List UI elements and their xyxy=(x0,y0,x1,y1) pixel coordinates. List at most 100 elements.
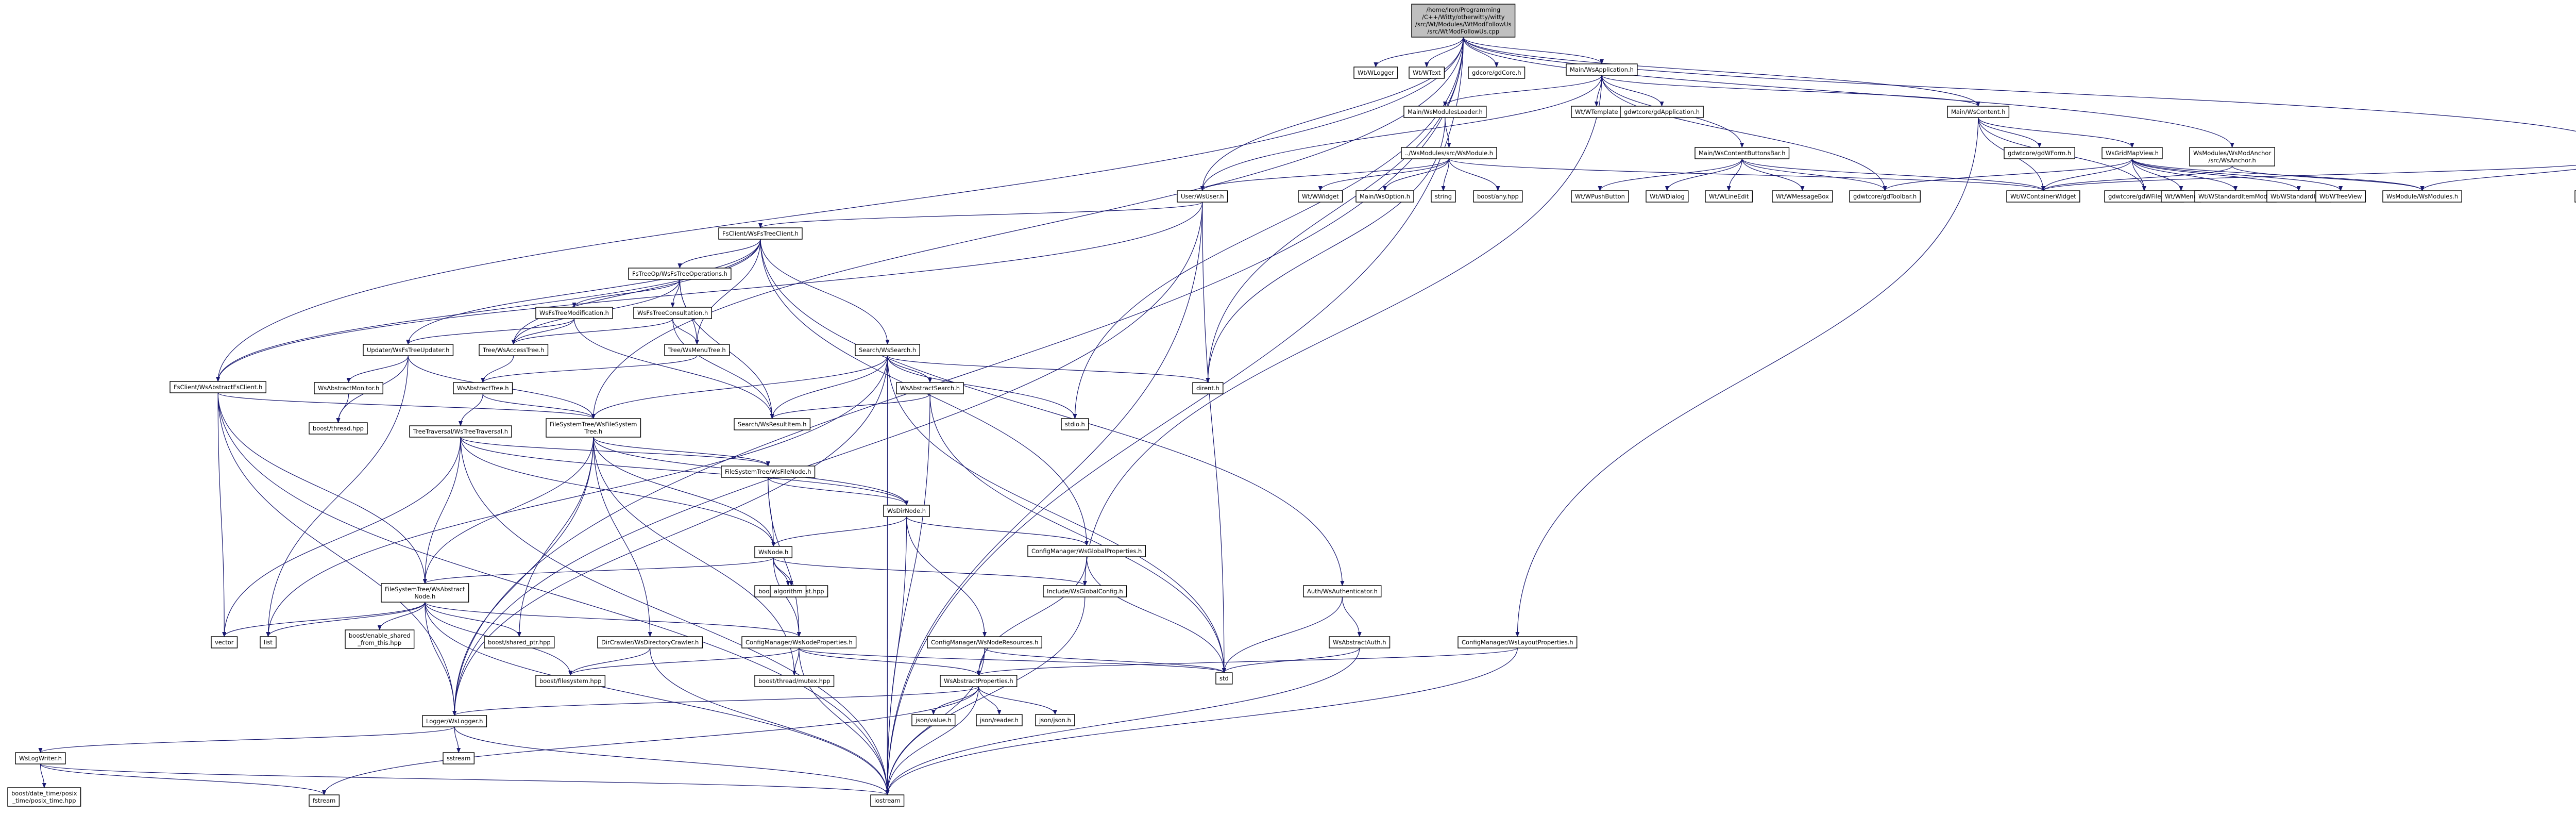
edge-wsmodules-to-woption xyxy=(1383,158,1450,191)
edge-wsabsprops-to-jsonjson xyxy=(978,686,1057,715)
node-wsabssearch[interactable]: WsAbstractSearch.h xyxy=(896,382,964,394)
node-wsabsprops[interactable]: WsAbstractProperties.h xyxy=(940,675,1018,687)
node-boostposix[interactable]: boost/date_time/posix_time/posix_time.hp… xyxy=(7,787,81,807)
node-box xyxy=(1947,106,2010,118)
node-wsdirnode[interactable]: WsDirNode.h xyxy=(883,505,930,517)
edge-cfgglobal-to-std xyxy=(1086,556,1226,673)
node-authauth[interactable]: Auth/WsAuthenticator.h xyxy=(1303,585,1382,597)
node-wwidget[interactable]: Wt/WWidget xyxy=(1298,190,1343,203)
node-dircrawler[interactable]: DirCrawler/WsDirectoryCrawler.h xyxy=(597,636,703,648)
edge-authauth-to-wsabsauth xyxy=(1342,596,1362,637)
node-includeglobal[interactable]: Include/WsGlobalConfig.h xyxy=(1043,585,1127,597)
node-wtemplate[interactable]: Wt/WTemplate xyxy=(1571,106,1622,118)
node-gdtoolbar[interactable]: gdwtcore/gdToolbar.h xyxy=(1849,190,1921,203)
node-box xyxy=(754,546,793,558)
edge-mainapp-to-maincontent xyxy=(1601,75,1980,107)
node-label: Wt/WStandardItemModel xyxy=(2198,193,2273,200)
node-wsmodanchor[interactable]: WsModules/WsModAnchor/src/WsAnchor.h xyxy=(2189,147,2275,167)
node-mainapp[interactable]: Main/WsApplication.h xyxy=(1566,63,1638,76)
node-box xyxy=(597,636,703,648)
node-fstream[interactable]: fstream xyxy=(309,794,340,807)
node-iostream[interactable]: iostream xyxy=(870,794,905,807)
node-userwsuser[interactable]: User/WsUser.h xyxy=(1177,190,1228,203)
node-wsnode[interactable]: WsNode.h xyxy=(754,546,793,558)
node-fsfilenode[interactable]: FileSystemTree/WsFileNode.h xyxy=(721,465,816,478)
node-wlogger[interactable]: Wt/WLogger xyxy=(1353,66,1398,79)
node-wstditemmodel[interactable]: Wt/WStandardItemModel xyxy=(2194,190,2277,203)
node-boostany[interactable]: boost/any.hpp xyxy=(1473,190,1523,203)
node-sharedptr[interactable]: boost/shared_ptr.hpp xyxy=(484,636,555,648)
node-loggerws[interactable]: Logger/WsLogger.h xyxy=(422,715,487,727)
node-searchws[interactable]: Search/WsSearch.h xyxy=(855,344,920,356)
edge-treetraversal-to-wsnode xyxy=(460,437,776,547)
node-wtreeview[interactable]: Wt/WTreeView xyxy=(2315,190,2366,203)
node-wlineedit[interactable]: Wt/WLineEdit xyxy=(1705,190,1753,203)
edge-wsfstreecons-to-searchresult xyxy=(672,318,774,419)
node-wslogwriter[interactable]: WsLogWriter.h xyxy=(15,752,66,764)
node-string[interactable]: string xyxy=(1431,190,1456,203)
node-algorithm[interactable]: algorithm xyxy=(770,585,807,597)
node-dirent[interactable]: dirent.h xyxy=(1192,382,1224,394)
edge-fsabstractnode-to-vector xyxy=(222,602,426,637)
node-cfgnoderes[interactable]: ConfigManager/WsNodeResources.h xyxy=(927,636,1042,648)
node-label: Main/WsContent.h xyxy=(1951,108,2005,115)
node-updater[interactable]: Updater/WsFsTreeUpdater.h xyxy=(363,344,454,356)
node-wsabsauth[interactable]: WsAbstractAuth.h xyxy=(1329,636,1391,648)
node-gdform[interactable]: gdwtcore/gdWForm.h xyxy=(2004,147,2075,159)
node-wprogressbar[interactable]: Wt/WProgressBar xyxy=(2574,190,2576,203)
node-gdcore[interactable]: gdcore/gdCore.h xyxy=(1468,66,1526,79)
node-wsabstractmonitor[interactable]: WsAbstractMonitor.h xyxy=(314,382,383,394)
node-wtext[interactable]: Wt/WText xyxy=(1409,66,1445,79)
node-wsmodsutils[interactable]: WsModule/WsModules.h xyxy=(2382,190,2462,203)
node-label: gdwtcore/gdToolbar.h xyxy=(1853,193,1917,200)
node-searchresult[interactable]: Search/WsResultItem.h xyxy=(734,418,811,430)
node-stdio[interactable]: stdio.h xyxy=(1061,418,1089,430)
node-label: TreeTraversal/WsTreeTraversal.h xyxy=(413,428,508,435)
edge-fsfstree-to-wsnode xyxy=(593,437,776,547)
node-maincontentbtns[interactable]: Main/WsContentButtonsBar.h xyxy=(1694,147,1790,159)
node-enablesharedfromthis[interactable]: boost/enable_shared_from_this.hpp xyxy=(345,629,415,649)
node-wsfstreemod[interactable]: WsFsTreeModification.h xyxy=(535,307,613,319)
node-wmessagebox[interactable]: Wt/WMessageBox xyxy=(1772,190,1833,203)
edge-root-to-gdcore xyxy=(1463,37,1499,68)
node-cfglayout[interactable]: ConfigManager/WsLayoutProperties.h xyxy=(1458,636,1578,648)
edge-searchws-to-searchresult xyxy=(770,355,888,419)
node-wpushbutton[interactable]: Wt/WPushButton xyxy=(1571,190,1629,203)
node-treeaccess[interactable]: Tree/WsAccessTree.h xyxy=(479,344,549,356)
node-fsclient[interactable]: FsClient/WsFsTreeClient.h xyxy=(718,227,803,240)
node-label: /src/WtModFollowUs.cpp xyxy=(1427,28,1499,35)
node-boostthread[interactable]: boost/thread.hpp xyxy=(309,422,368,435)
node-wsfstreecons[interactable]: WsFsTreeConsultation.h xyxy=(633,307,712,319)
node-treemenu[interactable]: Tree/WsMenuTree.h xyxy=(664,344,730,356)
node-wsabstracttree[interactable]: WsAbstractTree.h xyxy=(453,382,513,394)
node-sstream[interactable]: sstream xyxy=(443,752,474,764)
edge-root-to-userwsuser xyxy=(1200,37,1464,191)
node-std[interactable]: std xyxy=(1215,672,1233,685)
node-cfgnodeprops[interactable]: ConfigManager/WsNodeProperties.h xyxy=(741,636,857,648)
node-wcontainer[interactable]: Wt/WContainerWidget xyxy=(2006,190,2080,203)
node-fsabsclient[interactable]: FsClient/WsAbstractFsClient.h xyxy=(170,381,266,393)
node-treetraversal[interactable]: TreeTraversal/WsTreeTraversal.h xyxy=(409,425,512,438)
node-wsgridmap[interactable]: WsGridMapView.h xyxy=(2102,147,2163,159)
node-box xyxy=(409,425,512,438)
node-wdialog[interactable]: Wt/WDialog xyxy=(1646,190,1689,203)
node-fstreeop[interactable]: FsTreeOp/WsFsTreeOperations.h xyxy=(628,268,732,280)
node-mainmodloader[interactable]: Main/WsModulesLoader.h xyxy=(1403,106,1487,118)
node-box xyxy=(535,675,606,687)
node-jsonvalue[interactable]: json/value.h xyxy=(911,714,956,726)
node-vector[interactable]: vector xyxy=(211,636,238,648)
edge-treeaccess-to-wsabstracttree xyxy=(481,355,514,383)
node-list[interactable]: list xyxy=(260,636,277,648)
node-wsmodules[interactable]: ../WsModules/src/WsModule.h xyxy=(1401,147,1497,159)
node-jsonjson[interactable]: json/json.h xyxy=(1035,714,1075,726)
node-boostfs[interactable]: boost/filesystem.hpp xyxy=(535,675,606,687)
node-gdapp[interactable]: gdwtcore/gdApplication.h xyxy=(1620,106,1704,118)
node-maincontent[interactable]: Main/WsContent.h xyxy=(1947,106,2010,118)
node-woption[interactable]: Main/WsOption.h xyxy=(1355,190,1414,203)
node-cfgglobal[interactable]: ConfigManager/WsGlobalProperties.h xyxy=(1027,545,1146,557)
node-jsonreader[interactable]: json/reader.h xyxy=(976,714,1023,726)
node-threadmutex[interactable]: boost/thread/mutex.hpp xyxy=(754,675,835,687)
node-root[interactable]: /home/lron/Programming/C++/Witty/otherwi… xyxy=(1411,4,1516,38)
